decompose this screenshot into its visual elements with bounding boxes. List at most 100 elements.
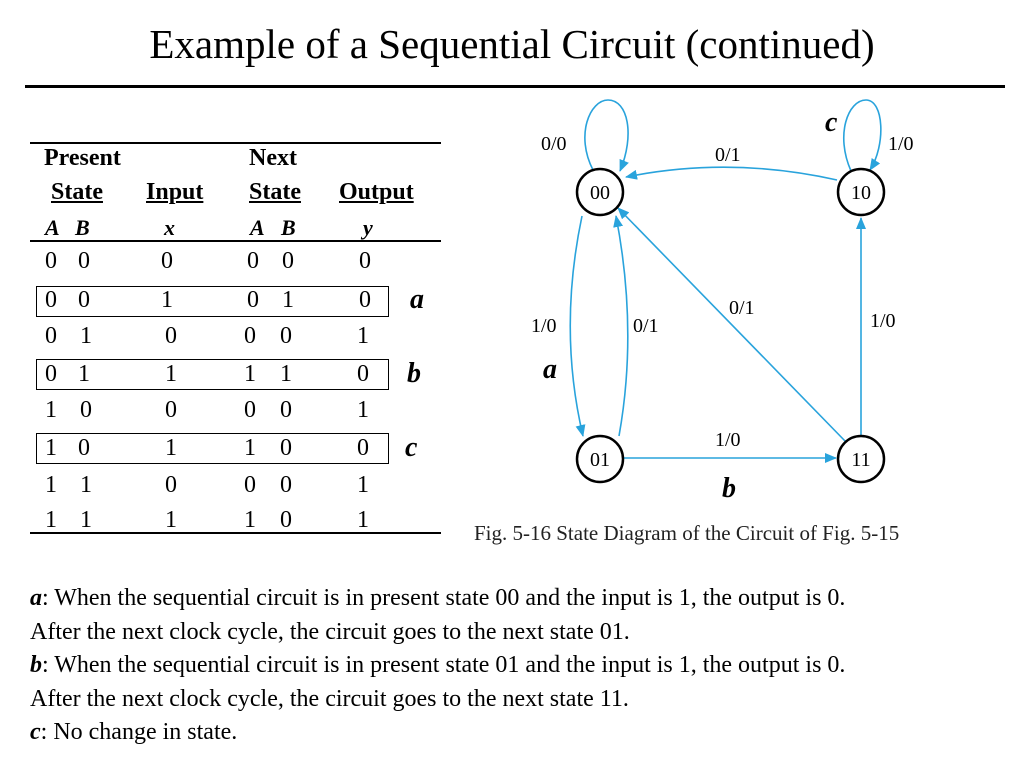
cell-y: 0 (359, 287, 371, 313)
row-highlight-box-b (36, 359, 389, 390)
table-top-rule (30, 142, 441, 144)
header-next-state: State (249, 179, 301, 205)
cell-a: 0 (45, 361, 57, 387)
header-state: State (51, 179, 103, 205)
cell-next-a: 0 (244, 397, 256, 423)
cell-y: 0 (357, 435, 369, 461)
cell-next-a: 0 (247, 248, 259, 274)
cell-b: 0 (78, 248, 90, 274)
figure-caption: Fig. 5-16 State Diagram of the Circuit o… (474, 521, 899, 545)
edge-label-self-10: 1/0 (888, 133, 914, 155)
cell-next-b: 0 (280, 397, 292, 423)
cell-b: 1 (80, 323, 92, 349)
cell-next-b: 0 (280, 472, 292, 498)
edge-10-to-00 (625, 166, 838, 181)
state-label-00: 00 (590, 182, 610, 204)
diagram-tag-c: c (825, 107, 838, 138)
cell-next-b: 0 (280, 507, 292, 533)
header-output: Output (339, 179, 414, 205)
explanation-a-text: : When the sequential circuit is in pres… (42, 585, 846, 611)
cell-y: 0 (357, 361, 369, 387)
explanation-text: a: When the sequential circuit is in pre… (30, 582, 1015, 750)
table-bottom-rule (30, 532, 441, 534)
edge-self-loop-10 (842, 99, 882, 172)
subheader-x: x (164, 215, 175, 240)
cell-a: 1 (45, 435, 57, 461)
cell-b: 0 (78, 435, 90, 461)
edge-label-11-to-10: 1/0 (870, 310, 896, 332)
row-tag: c (405, 432, 418, 463)
cell-next-a: 1 (244, 435, 256, 461)
edge-01-to-00 (613, 215, 629, 437)
explanation-c-line1: c: No change in state. (30, 716, 1015, 750)
state-label-10: 10 (851, 182, 871, 204)
state-label-01: 01 (590, 449, 610, 471)
cell-a: 1 (45, 507, 57, 533)
cell-a: 1 (45, 397, 57, 423)
cell-x: 0 (165, 323, 177, 349)
cell-b: 1 (80, 507, 92, 533)
cell-x: 0 (165, 397, 177, 423)
edge-label-01-to-11: 1/0 (715, 429, 741, 451)
explanation-c-text: : No change in state. (40, 719, 238, 746)
cell-next-a: 0 (247, 287, 259, 313)
row-highlight-box-c (36, 433, 389, 464)
edge-00-to-01 (569, 215, 586, 437)
header-next: Next (249, 145, 297, 171)
subheader-b: B (75, 215, 90, 240)
cell-y: 1 (357, 507, 369, 533)
slide-title: Example of a Sequential Circuit (continu… (149, 21, 875, 67)
edge-label-01-to-00: 0/1 (633, 315, 659, 337)
cell-y: 1 (357, 472, 369, 498)
state-node-01 (575, 434, 625, 484)
explanation-a-key: a (30, 585, 42, 611)
cell-x: 1 (161, 287, 173, 313)
row-tag: a (410, 284, 424, 315)
cell-y: 0 (359, 248, 371, 274)
header-present: Present (44, 145, 121, 171)
diagram-tag-b: b (722, 473, 736, 504)
cell-next-b: 1 (282, 287, 294, 313)
cell-next-a: 0 (244, 472, 256, 498)
cell-next-a: 0 (244, 323, 256, 349)
explanation-a-line1: a: When the sequential circuit is in pre… (30, 582, 1015, 616)
cell-a: 0 (45, 248, 57, 274)
subheader-y: y (363, 215, 373, 240)
row-tag: b (407, 358, 421, 389)
cell-next-b: 1 (280, 361, 292, 387)
cell-next-b: 0 (280, 435, 292, 461)
table-header-rule (30, 240, 441, 242)
edge-self-loop-00 (584, 99, 629, 172)
cell-y: 1 (357, 323, 369, 349)
cell-x: 0 (165, 472, 177, 498)
cell-x: 1 (165, 507, 177, 533)
explanation-b-text: : When the sequential circuit is in pres… (42, 652, 846, 679)
cell-a: 0 (45, 287, 57, 313)
title-divider (25, 85, 1005, 88)
explanation-b-line1: b: When the sequential circuit is in pre… (30, 649, 1015, 683)
state-label-11: 11 (851, 449, 870, 471)
explanation-a-line2: After the next clock cycle, the circuit … (30, 618, 630, 645)
cell-x: 0 (161, 248, 173, 274)
state-node-10 (836, 167, 886, 217)
explanation-c-key: c (30, 719, 41, 746)
cell-a: 1 (45, 472, 57, 498)
edge-11-to-00 (617, 207, 847, 443)
row-highlight-box-a (36, 286, 389, 317)
cell-a: 0 (45, 323, 57, 349)
subheader-a: A (45, 215, 60, 240)
cell-next-a: 1 (244, 507, 256, 533)
cell-next-a: 1 (244, 361, 256, 387)
cell-next-b: 0 (282, 248, 294, 274)
explanation-b-line2: After the next clock cycle, the circuit … (30, 685, 629, 712)
header-input: Input (146, 179, 204, 205)
cell-b: 0 (80, 397, 92, 423)
edge-label-self-00: 0/0 (541, 133, 567, 155)
cell-x: 1 (165, 361, 177, 387)
subheader-next-a: A (250, 215, 265, 240)
subheader-next-b: B (281, 215, 296, 240)
edge-label-00-to-01: 1/0 (531, 315, 557, 337)
diagram-tag-a: a (543, 354, 557, 385)
cell-b: 1 (80, 472, 92, 498)
